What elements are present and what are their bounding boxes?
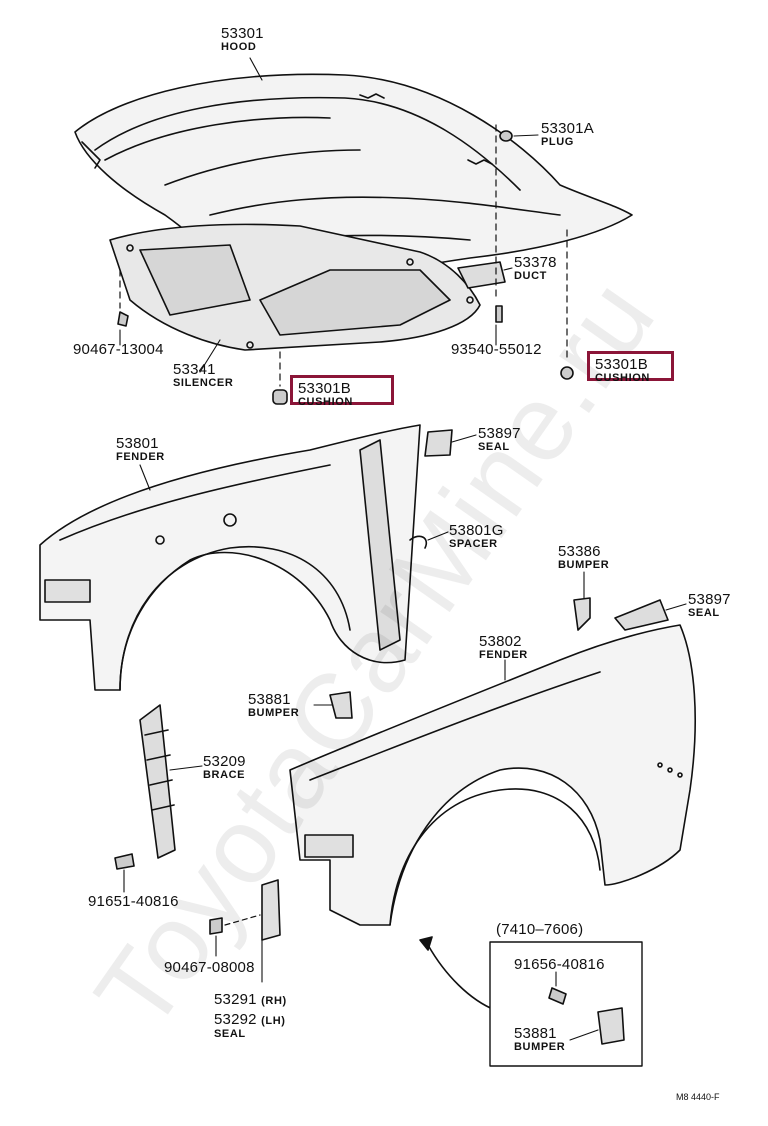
- figure-code: M8 4440-F: [676, 1092, 720, 1102]
- inset-bolt-label: 91656-40816: [514, 956, 605, 973]
- label-clip-lower: 90467-08008: [164, 959, 255, 976]
- inset-title: (7410–7606): [496, 921, 584, 938]
- label-seal-lh: 53292 (LH): [214, 1011, 286, 1028]
- label-seal-rh: 53291 (RH): [214, 991, 287, 1008]
- label-clip-upper: 90467-13004: [73, 341, 164, 358]
- highlight-cushion-left: [290, 375, 394, 405]
- left-fender-drawing: [39, 424, 421, 691]
- silencer-drawing: [109, 223, 481, 351]
- label-seal-lower: SEAL: [214, 1028, 246, 1040]
- brace-drawing: [139, 704, 176, 859]
- right-fender-drawing: [289, 624, 696, 926]
- label-bolt-upper: 93540-55012: [451, 341, 542, 358]
- highlight-cushion-right: [587, 351, 674, 381]
- label-bolt-lower: 91651-40816: [88, 893, 179, 910]
